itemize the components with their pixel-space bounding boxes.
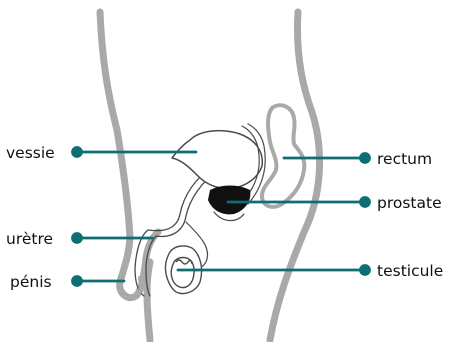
prostate-organ [208,186,250,215]
bladder [172,131,262,189]
dot-prostate [361,198,370,207]
label-vessie: vessie [6,144,55,162]
inner-thigh-contour [147,262,150,340]
label-prostate: prostate [377,194,442,212]
dot-rectum [361,154,370,163]
rectum-shape [262,105,304,207]
bladder-shape [172,131,262,189]
dot-uretre [73,234,82,243]
front-body-contour [100,12,134,298]
dot-penis [73,277,82,286]
label-testicule: testicule [377,262,443,280]
dot-vessie [73,148,82,157]
dot-testicule [361,266,370,275]
rectum [262,105,304,207]
label-rectum: rectum [377,150,432,168]
label-penis: pénis [10,273,52,291]
label-uretre: urètre [6,230,53,248]
